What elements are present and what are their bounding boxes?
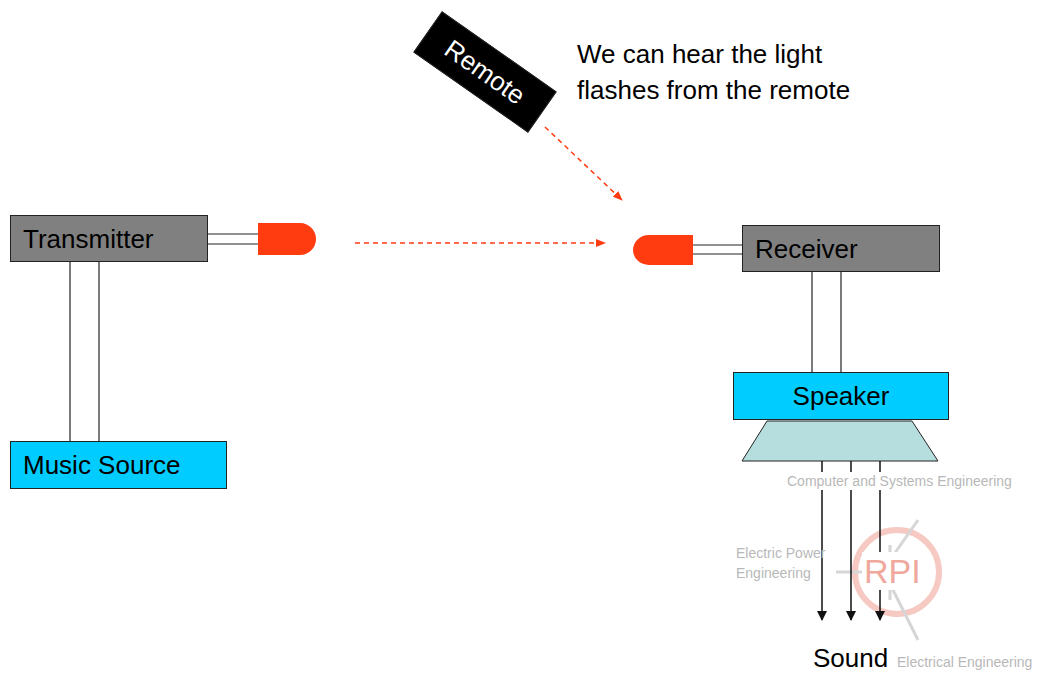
double-wire: [812, 272, 841, 372]
watermark-text: Electric Power Engineering: [736, 543, 826, 583]
watermark-text: Electrical Engineering: [897, 653, 1032, 671]
box-text: Receiver: [755, 234, 858, 264]
transmitter-box: Transmitter: [10, 215, 208, 262]
transmitter-led: [208, 223, 316, 255]
watermark-logo-text: RPI: [862, 552, 923, 590]
wire-line: [840, 272, 841, 372]
light-beam: [355, 242, 605, 244]
note-text: We can hear the light flashes from the r…: [577, 36, 907, 108]
speaker-box: Speaker: [733, 372, 949, 420]
receiver-led: [633, 235, 742, 265]
receiver-box: Receiver: [742, 225, 940, 272]
box-text: Remote: [439, 34, 531, 111]
speaker-cone: [742, 421, 938, 461]
remote-box: Remote: [413, 11, 556, 132]
watermark-text: Computer and Systems Engineering: [785, 472, 1014, 490]
box-text: Transmitter: [23, 224, 154, 254]
box-text: Music Source: [23, 450, 181, 480]
box-text: Speaker: [793, 381, 890, 411]
sound-label: Sound: [813, 643, 888, 673]
wire-line: [69, 262, 70, 441]
wire-line: [811, 272, 812, 372]
music-source-box: Music Source: [10, 441, 227, 489]
remote-beam: [545, 127, 622, 200]
double-wire: [70, 262, 99, 441]
wire-line: [98, 262, 99, 441]
